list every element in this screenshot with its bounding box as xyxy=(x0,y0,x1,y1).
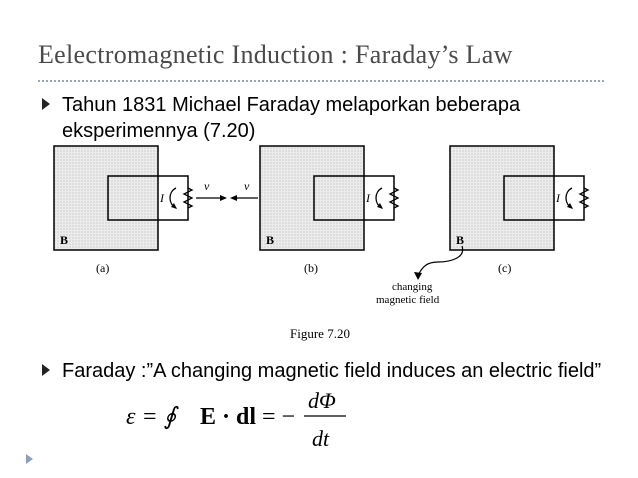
equation-equals: = − xyxy=(262,404,295,430)
panel-c xyxy=(414,145,590,280)
equation-integrand: E · dl xyxy=(200,404,256,430)
magnetic-field-region-b xyxy=(259,145,365,251)
panel-a xyxy=(53,145,227,251)
bullet-item-2: Faraday :”A changing magnetic field indu… xyxy=(42,358,602,418)
nav-arrow-icon[interactable] xyxy=(26,454,33,464)
current-loop-a xyxy=(107,175,189,221)
figure-caption: Figure 7.20 xyxy=(290,326,350,341)
bullet-text-1: Tahun 1831 Michael Faraday melaporkan be… xyxy=(62,94,521,142)
field-label-c: B xyxy=(456,233,464,247)
field-label-a: B xyxy=(60,233,68,247)
resistor-c xyxy=(578,187,590,209)
magnetic-field-region-a xyxy=(53,145,159,251)
magnetic-field-region-c xyxy=(449,145,555,251)
annotation-line-2: magnetic field xyxy=(376,294,440,306)
equation-numerator: dΦ xyxy=(308,388,336,413)
velocity-label-b: v xyxy=(244,179,250,193)
title-divider xyxy=(38,80,604,82)
bullet-text-2: Faraday :”A changing magnetic field indu… xyxy=(62,360,602,382)
panel-label-b: (b) xyxy=(304,261,318,275)
current-label-a: I xyxy=(159,191,165,205)
annotation-pointer xyxy=(417,245,464,277)
current-loop-c xyxy=(503,175,585,221)
slide-title: Eelectromagnetic Induction : Faraday’s L… xyxy=(38,40,513,69)
equation-denominator: dt xyxy=(312,426,330,451)
equation-lhs: ε = ∮ xyxy=(126,404,180,430)
panel-b xyxy=(230,145,400,251)
annotation-line-1: changing xyxy=(392,281,433,293)
panel-label-c: (c) xyxy=(498,261,511,275)
resistor-b xyxy=(388,187,400,209)
field-label-b: B xyxy=(266,233,274,247)
bullet-arrow-icon xyxy=(42,364,50,376)
velocity-label-a: v xyxy=(204,179,210,193)
resistor-a xyxy=(182,187,194,209)
panel-label-a: (a) xyxy=(96,261,109,275)
current-label-b: I xyxy=(365,191,371,205)
bullet-item-1: Tahun 1831 Michael Faraday melaporkan be… xyxy=(42,92,602,148)
current-loop-b xyxy=(313,175,395,221)
bullet-arrow-icon xyxy=(42,98,50,110)
current-label-c: I xyxy=(555,191,561,205)
